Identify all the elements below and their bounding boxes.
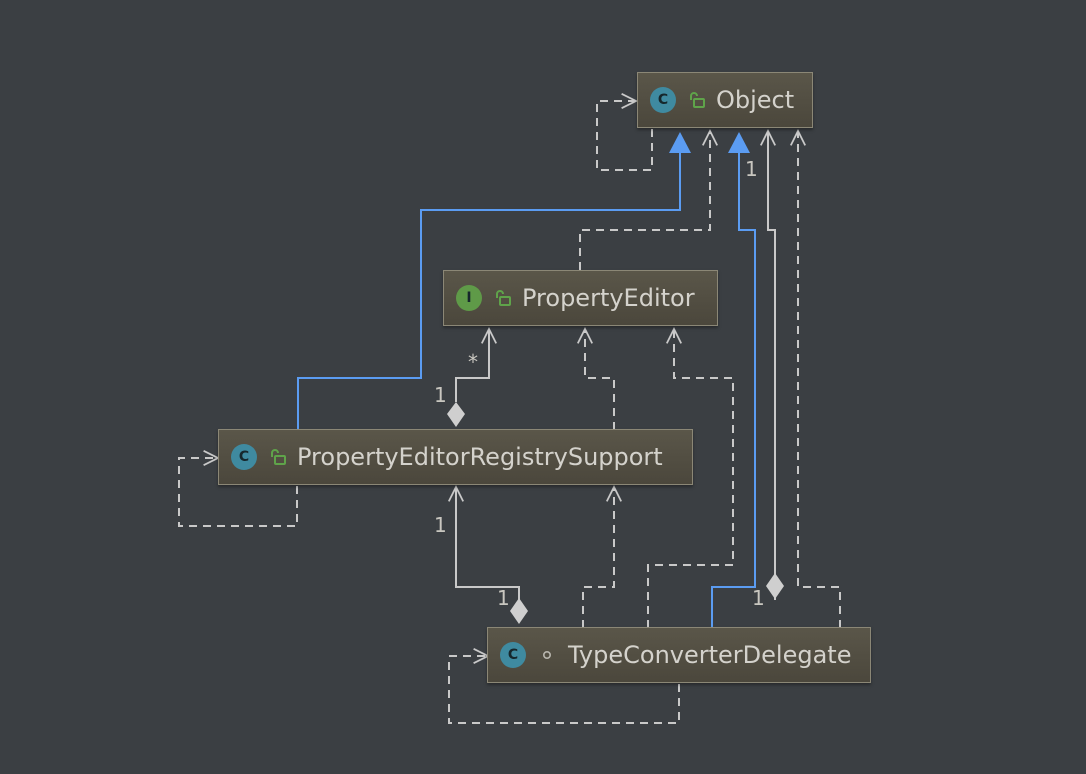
class-node-type-converter-delegate[interactable]: C TypeConverterDelegate <box>487 627 871 683</box>
association-typeconverter-to-object <box>766 131 784 600</box>
dependency-typeconverter-to-object <box>798 131 841 628</box>
self-dependency-registry <box>178 458 298 527</box>
composition-typeconverter-to-registry <box>456 487 528 624</box>
unlocked-padlock-icon <box>496 290 511 306</box>
class-name: Object <box>716 86 795 114</box>
multiplicity-label: 1 <box>434 383 447 407</box>
composition-registry-to-editor <box>447 329 489 427</box>
dependency-editor-to-object <box>579 131 710 270</box>
inheritance-arrowhead <box>669 132 691 153</box>
multiplicity-label: 1 <box>497 586 510 610</box>
multiplicity-label: * <box>468 350 478 374</box>
inheritance-arrowhead <box>728 132 750 153</box>
multiplicity-label: 1 <box>752 586 765 610</box>
inheritance-edge-typeconverter-to-object <box>711 132 756 628</box>
interface-name: PropertyEditor <box>522 284 695 312</box>
composition-diamond <box>447 402 465 427</box>
unlocked-padlock-icon <box>271 449 286 465</box>
class-node-property-editor-registry-support[interactable]: C PropertyEditorRegistrySupport <box>218 429 693 485</box>
multiplicity-label: 1 <box>434 513 447 537</box>
dependency-typeconverter-to-registry <box>582 487 614 628</box>
class-name: TypeConverterDelegate <box>568 641 852 669</box>
interface-badge-icon: I <box>456 285 482 311</box>
self-dependency-typeconverter <box>448 656 680 724</box>
class-badge-icon: C <box>231 444 257 470</box>
interface-node-property-editor[interactable]: I PropertyEditor <box>443 270 718 326</box>
dependency-typeconverter-to-editor <box>647 329 734 628</box>
class-name: PropertyEditorRegistrySupport <box>297 443 663 471</box>
class-badge-icon: C <box>650 87 676 113</box>
dot-icon <box>542 650 552 660</box>
composition-diamond <box>510 598 528 624</box>
unlocked-padlock-icon <box>690 92 705 108</box>
class-node-object[interactable]: C Object <box>637 72 813 128</box>
dependency-registry-to-editor <box>585 329 615 430</box>
class-badge-icon: C <box>500 642 526 668</box>
composition-diamond <box>766 573 784 599</box>
inheritance-edge-registry-to-object <box>297 132 691 430</box>
multiplicity-label: 1 <box>745 157 758 181</box>
